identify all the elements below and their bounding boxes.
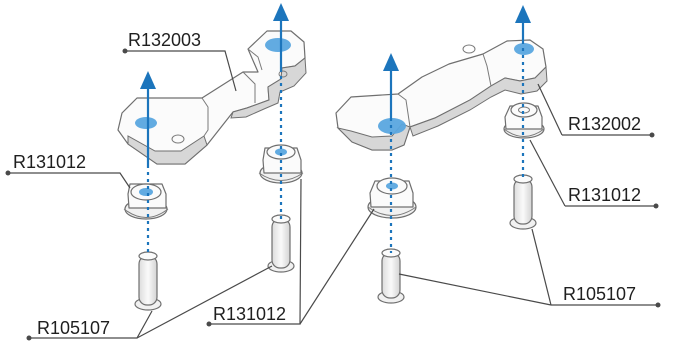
label-right-bushing-top: R131012 xyxy=(568,185,641,205)
left-right-axis xyxy=(273,3,289,219)
label-left-pin: R105107 xyxy=(37,318,110,338)
left-bushing-right xyxy=(258,144,304,184)
label-right-bracket: R132002 xyxy=(568,114,641,134)
left-top-axis xyxy=(140,71,156,256)
right-bushing-top xyxy=(503,102,545,139)
right-left-axis xyxy=(383,53,399,253)
leaders xyxy=(5,48,661,341)
left-bushing-top xyxy=(123,183,169,220)
label-center-bushing: R131012 xyxy=(213,304,286,324)
left-pin-2 xyxy=(267,214,295,273)
right-bracket xyxy=(335,39,548,151)
label-left-bushing-top: R131012 xyxy=(13,152,86,172)
label-right-pin: R105107 xyxy=(563,284,636,304)
label-left-bracket: R132003 xyxy=(128,30,201,50)
right-bushing-left xyxy=(367,177,417,219)
right-pin-1 xyxy=(377,248,405,304)
right-right-axis xyxy=(515,5,531,179)
right-pin-2 xyxy=(509,174,537,230)
left-pin-1 xyxy=(134,251,162,311)
